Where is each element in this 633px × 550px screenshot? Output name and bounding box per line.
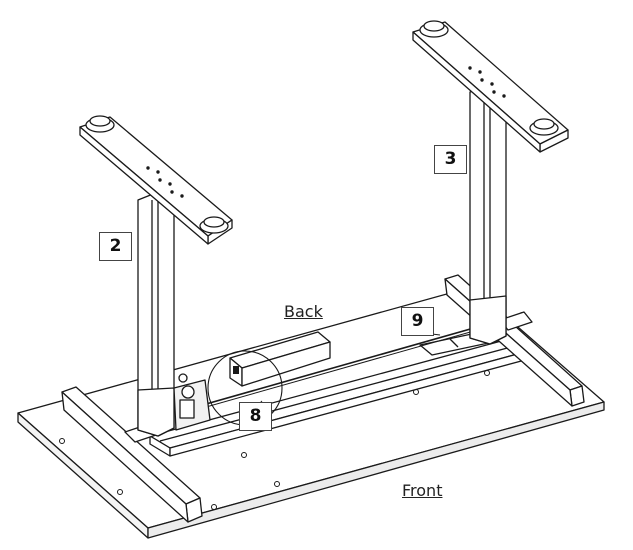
label-back: Back — [284, 302, 323, 321]
callout-hex-rod: 9 — [401, 307, 434, 336]
hex-rod — [184, 321, 496, 414]
right-leg-top-bracket — [412, 20, 569, 153]
control-box — [229, 331, 331, 387]
left-leg-top-bracket — [79, 115, 233, 245]
callout-leg-left: 2 — [99, 232, 132, 261]
label-front: Front — [402, 481, 443, 500]
right-leg-column — [469, 85, 507, 345]
callout-control-box: 8 — [239, 402, 272, 431]
callout-leg-right: 3 — [434, 145, 467, 174]
